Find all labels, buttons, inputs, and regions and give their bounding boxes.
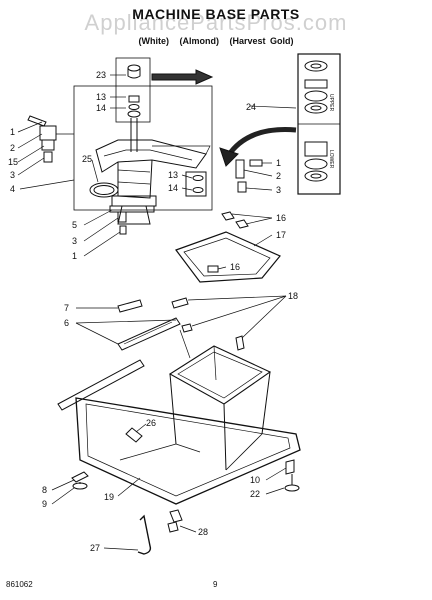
callout-25: 25 <box>82 154 92 164</box>
callout-8: 8 <box>42 485 47 495</box>
callout-7: 7 <box>64 303 69 313</box>
color-legend: (White) (Almond) (Harvest Gold) <box>0 36 432 46</box>
inset-label-lower: LOWER <box>328 150 334 169</box>
page-title: MACHINE BASE PARTS <box>132 6 300 22</box>
callout-2-right: 2 <box>276 171 281 181</box>
callout-6: 6 <box>64 318 69 328</box>
callout-15: 15 <box>8 157 18 167</box>
bearing-inset <box>297 53 341 195</box>
callout-27: 27 <box>90 543 100 553</box>
left-clamp-parts <box>27 115 74 163</box>
color-almond: (Almond) <box>179 36 219 46</box>
center-bolt-parts <box>109 205 155 235</box>
callout-2: 2 <box>10 143 15 153</box>
callout-17: 17 <box>276 230 286 240</box>
callout-9: 9 <box>42 499 47 509</box>
transmission-mount-frame <box>73 57 214 211</box>
seal-ring <box>89 182 119 198</box>
callout-22: 22 <box>250 489 260 499</box>
curved-arrow <box>219 127 297 167</box>
upper-bearings <box>304 60 328 114</box>
callout-13-right: 13 <box>168 170 178 180</box>
callout-1-center: 1 <box>72 251 77 261</box>
callout-19: 19 <box>104 492 114 502</box>
color-white: (White) <box>138 36 169 46</box>
callout-1: 1 <box>10 127 15 137</box>
clip-parts <box>171 297 245 351</box>
color-harvest-gold: (Harvest Gold) <box>229 36 294 46</box>
callout-28: 28 <box>198 527 208 537</box>
callout-14: 14 <box>96 103 106 113</box>
callout-14-right: 14 <box>168 183 178 193</box>
callout-18: 18 <box>288 291 298 301</box>
mounting-subframe <box>175 211 281 283</box>
lower-bearings <box>304 141 328 182</box>
rail-parts <box>117 299 181 351</box>
document-number: 861062 <box>6 580 33 589</box>
callout-3-right: 3 <box>276 185 281 195</box>
page-number: 9 <box>213 580 218 589</box>
right-bracket-parts <box>185 171 207 197</box>
callout-10: 10 <box>250 475 260 485</box>
callout-24: 24 <box>246 102 256 112</box>
callout-13: 13 <box>96 92 106 102</box>
callout-16-lower: 16 <box>230 262 240 272</box>
callout-23: 23 <box>96 70 106 80</box>
callout-1-right: 1 <box>276 158 281 168</box>
shaft-stack-parts <box>127 64 141 118</box>
callout-numbers: 1 2 15 3 4 23 13 14 25 13 14 24 1 2 3 5 … <box>8 70 334 553</box>
watermark: AppliancePartsPros.com <box>84 10 348 35</box>
callout-3-center: 3 <box>72 236 77 246</box>
right-clamp-parts <box>235 159 263 193</box>
leader-lines <box>17 74 297 551</box>
callout-16: 16 <box>276 213 286 223</box>
machine-base <box>57 345 301 505</box>
transmission-spider <box>95 118 211 225</box>
inset-label-upper: UPPER <box>328 94 334 112</box>
callout-3: 3 <box>10 170 15 180</box>
callout-5: 5 <box>72 220 77 230</box>
callout-26: 26 <box>146 418 156 428</box>
callout-4: 4 <box>10 184 15 194</box>
hose-guide-parts <box>137 509 183 555</box>
